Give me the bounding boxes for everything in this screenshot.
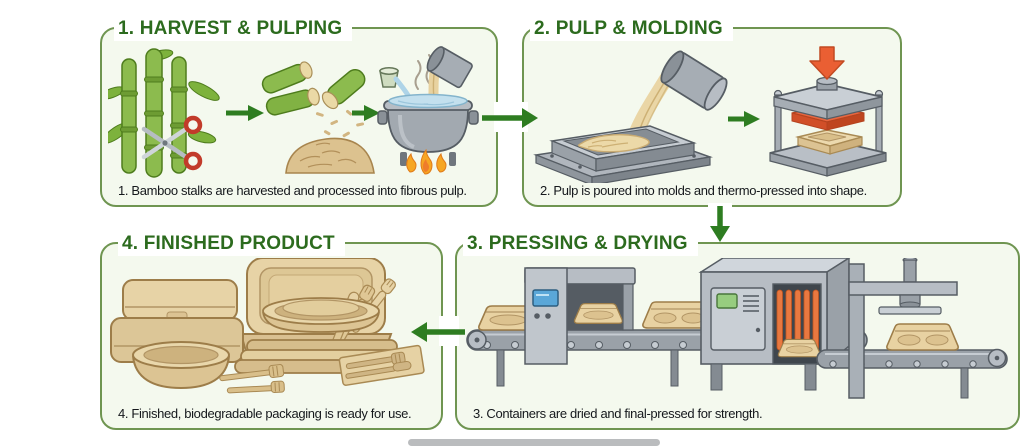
panel-pulp-molding: 2. PULP & MOLDING xyxy=(522,16,902,207)
panel-caption-3: 3. Containers are dried and final-presse… xyxy=(473,406,763,421)
mold-tray-icon xyxy=(533,125,713,183)
harvest-pulping-illustration xyxy=(108,46,479,178)
panel-title-3: 3. PRESSING & DRYING xyxy=(463,231,698,256)
panel-caption-1: 1. Bamboo stalks are harvested and proce… xyxy=(118,183,467,198)
step-arrow-icon xyxy=(226,105,264,121)
scissors-icon xyxy=(141,115,203,171)
final-press-icon xyxy=(848,258,958,399)
fiber-pile-icon xyxy=(285,137,375,174)
press-arrow-icon xyxy=(809,46,845,80)
pulp-molding-illustration xyxy=(533,46,887,183)
panel-caption-4: 4. Finished, biodegradable packaging is … xyxy=(118,406,412,421)
pressing-drying-illustration xyxy=(466,258,1008,399)
food-tray-icon xyxy=(795,129,863,155)
panel-title-4: 4. FINISHED PRODUCT xyxy=(118,231,345,256)
bamboo-chips-icon xyxy=(261,61,366,138)
step-arrow-icon xyxy=(352,105,380,121)
napkin-cutlery-icon xyxy=(338,344,425,386)
panel-pressing-drying: 3. PRESSING & DRYING xyxy=(455,231,1020,430)
panel-finished-product: 4. FINISHED PRODUCT xyxy=(100,231,443,430)
step-arrow-icon xyxy=(728,111,760,127)
crossed-forks-icon xyxy=(219,364,285,394)
flow-arrow-down-icon xyxy=(710,206,730,242)
panel-title-1: 1. HARVEST & PULPING xyxy=(114,16,353,41)
thermo-press-icon xyxy=(769,46,887,177)
pulp-pour-icon xyxy=(627,50,728,144)
panel-caption-2: 2. Pulp is poured into molds and thermo-… xyxy=(540,183,867,198)
bowl-icon xyxy=(132,341,230,390)
pot-body xyxy=(377,93,479,166)
boiling-pot-icon xyxy=(377,46,479,175)
control-cabinet-icon xyxy=(524,267,636,365)
conveyor-belt-icon xyxy=(816,348,1008,399)
flow-arrow-left-icon xyxy=(411,322,465,342)
panel-title-2: 2. PULP & MOLDING xyxy=(530,16,733,41)
video-scrubber-bar xyxy=(408,439,660,446)
flow-arrow-right-icon xyxy=(482,108,538,128)
flame-icon xyxy=(406,148,447,175)
drying-oven-icon xyxy=(698,258,851,391)
bamboo-stalks-icon xyxy=(108,48,220,178)
finished-products-illustration xyxy=(110,258,425,394)
panel-harvest-pulping: 1. HARVEST & PULPING xyxy=(100,16,498,207)
food-tray-icon xyxy=(886,323,959,351)
